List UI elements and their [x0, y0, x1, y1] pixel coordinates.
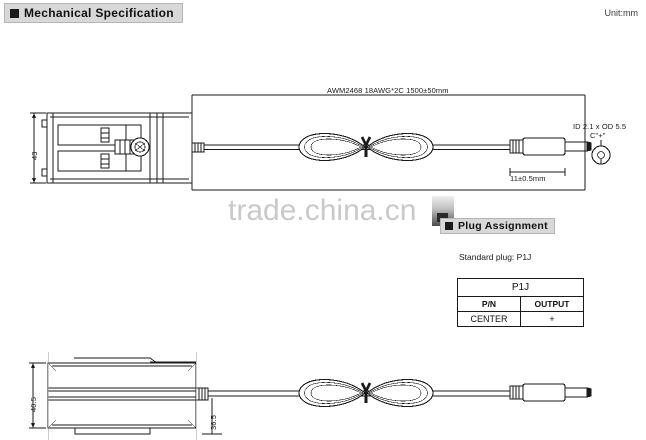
cell-pn-value: CENTER	[457, 311, 521, 327]
standard-plug-note: Standard plug: P1J	[459, 252, 532, 262]
dimension-plug-length: 11±0.5mm	[510, 174, 546, 183]
plug-assignment-title: Plug Assignment	[440, 218, 555, 234]
connector-spec-line2: C"+"	[590, 131, 606, 140]
dimension-width-40-5: 40.5	[29, 397, 38, 412]
filled-square-bullet-icon	[445, 222, 453, 230]
unit-label: Unit:mm	[604, 8, 639, 18]
page-title-label: Mechanical Specification	[24, 6, 174, 20]
column-header-pn: P/N	[457, 296, 521, 312]
table-row: P/N OUTPUT	[457, 296, 584, 312]
dimension-height-43: 43	[30, 151, 39, 160]
table-row: P1J	[457, 278, 584, 297]
cell-output-value: +	[520, 311, 584, 327]
plug-assignment-table: P1J P/N OUTPUT CENTER +	[457, 278, 584, 327]
cable-spec-label: AWM2468 18AWG*2C 1500±50mm	[327, 86, 449, 95]
page-title: Mechanical Specification	[4, 3, 183, 23]
filled-square-bullet-icon	[10, 8, 19, 18]
table-row: CENTER +	[457, 311, 584, 327]
column-header-output: OUTPUT	[520, 296, 584, 312]
connector-spec-line1: ID 2.1 x OD 5.5	[573, 122, 627, 131]
watermark-text: trade.china.cn	[228, 194, 417, 227]
table-title-cell: P1J	[457, 278, 584, 297]
plug-assignment-title-label: Plug Assignment	[458, 220, 548, 232]
dimension-depth-36-5: 36.5	[209, 415, 218, 430]
